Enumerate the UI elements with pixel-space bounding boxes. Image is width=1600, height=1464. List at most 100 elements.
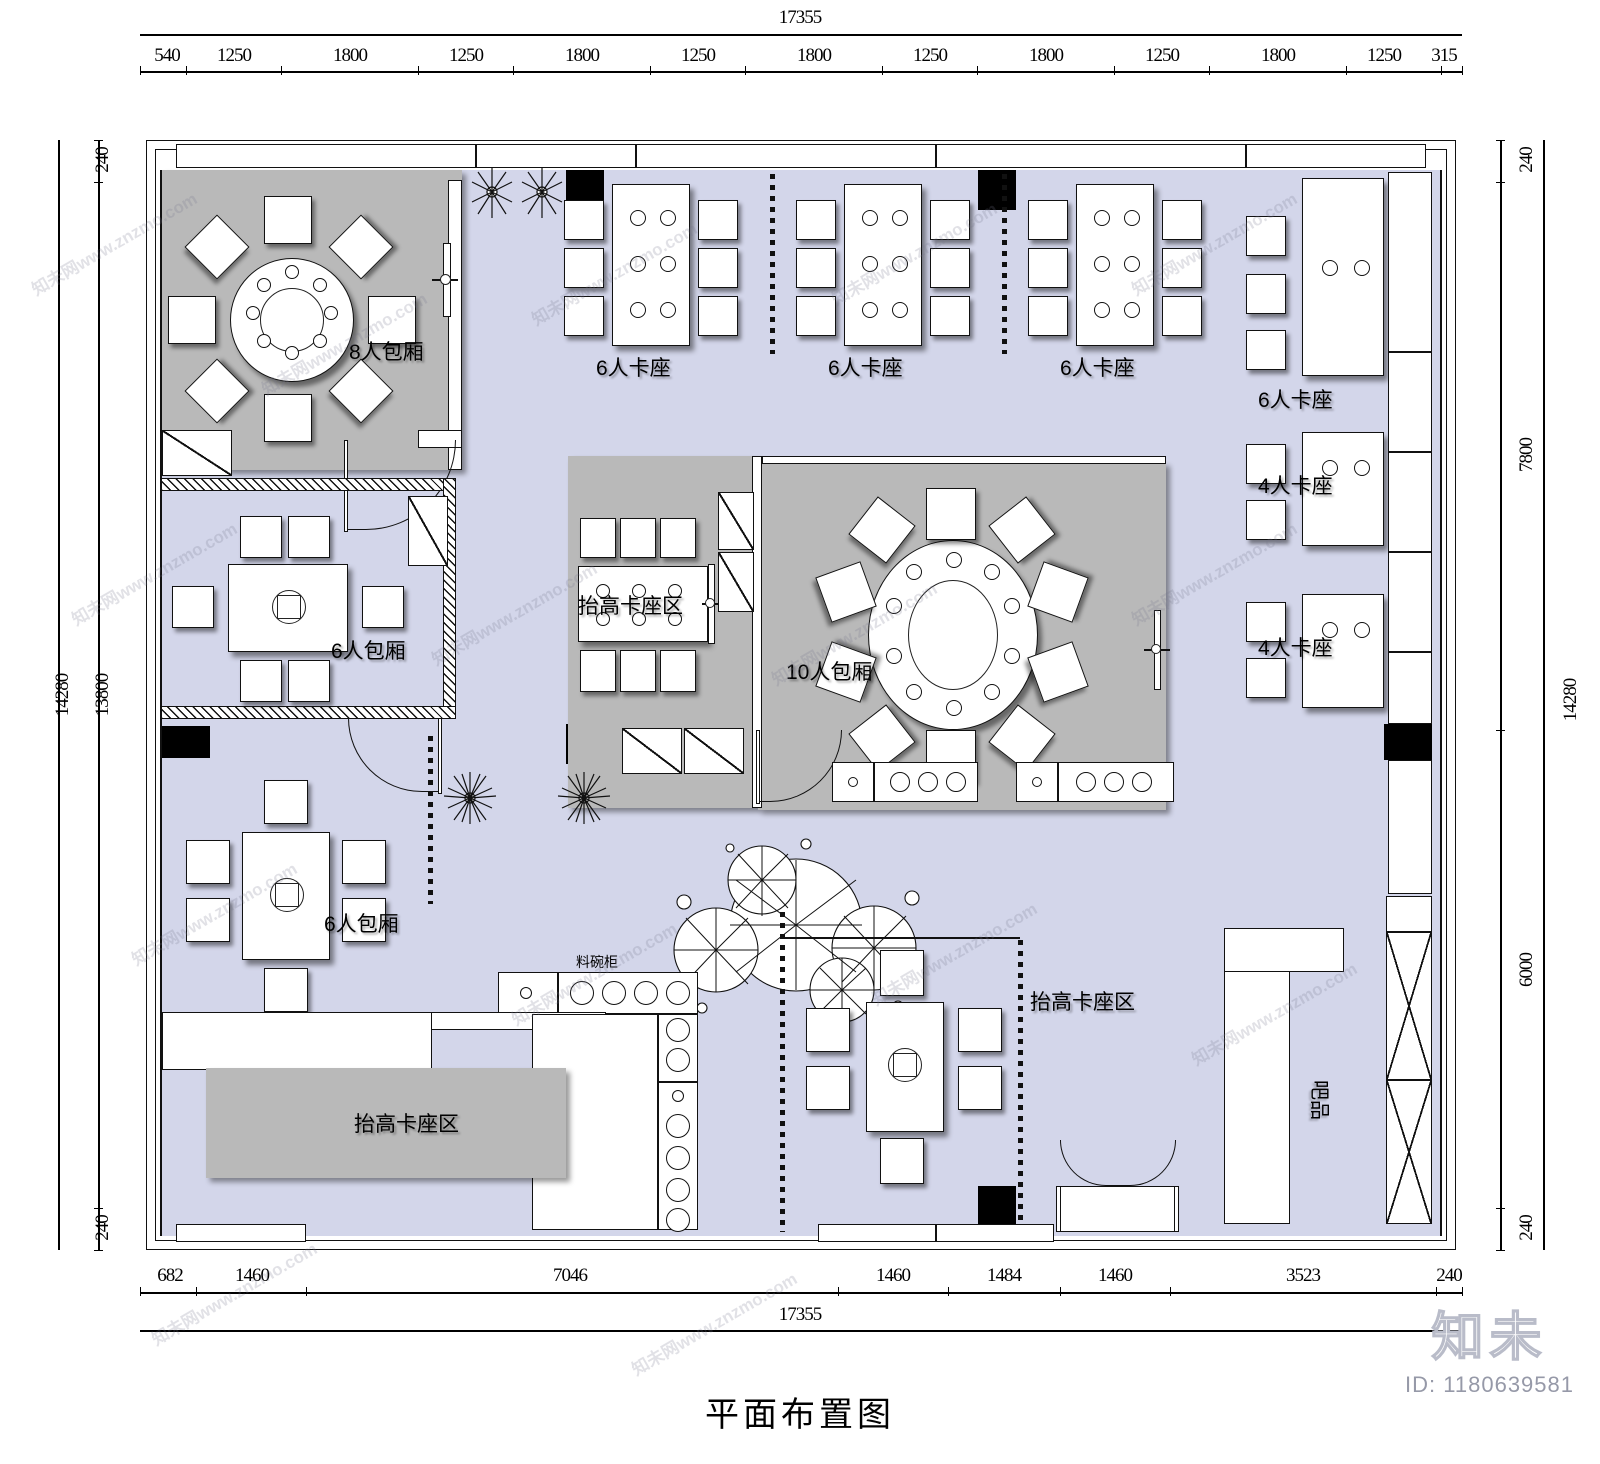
chair-8p-n (264, 196, 312, 244)
bottom-dim-0: 682 (157, 1265, 183, 1286)
bar-counter-top (1224, 928, 1344, 972)
chair-6p-u-s1 (240, 660, 282, 702)
door-slide-8p-handle (440, 274, 451, 285)
door-slide-center-rail (702, 603, 728, 605)
window-bottom-3 (936, 1224, 1054, 1242)
chair-br-n (880, 950, 924, 996)
chair-br3-1 (1246, 602, 1286, 642)
booth-4p-1-label: 4人卡座 (1258, 475, 1333, 498)
chair-b1-w3 (564, 296, 604, 336)
top-dim-0: 540 (154, 45, 180, 66)
counter-10p-seg3 (1016, 762, 1058, 802)
column-top-2 (978, 170, 1016, 210)
chair-6p-u-s2 (288, 660, 330, 702)
entrance-leaf-right (1174, 1186, 1179, 1232)
chair-br-w2 (806, 1066, 850, 1110)
chair-br-e2 (958, 1066, 1002, 1110)
table-booth-4p-2 (1302, 594, 1384, 708)
room-10p-left-partition (752, 456, 762, 808)
chair-b1-e1 (698, 200, 738, 240)
cabinet-label: 料碗柜 (576, 954, 618, 970)
bottom-dim-7: 240 (1436, 1265, 1462, 1286)
right-dim-1: 7800 (1516, 438, 1537, 472)
left-chain-dimline (98, 140, 100, 1250)
wall-panel-r1 (1388, 172, 1432, 352)
bottom-total-dimline (140, 1330, 1462, 1332)
chair-br-s (880, 1138, 924, 1184)
chair-rc-n3 (660, 518, 696, 558)
wall-panel-r2 (1388, 352, 1432, 452)
chair-b3-e3 (1162, 296, 1202, 336)
table-booth-4p-1 (1302, 432, 1384, 546)
lazy-susan-br-inner (893, 1053, 917, 1077)
top-dim-3: 1250 (449, 45, 484, 66)
table-booth-6p-right (1302, 178, 1384, 376)
chair-6p-l-e2 (342, 898, 386, 942)
chair-10p-n (926, 488, 976, 540)
top-dim-5: 1250 (681, 45, 716, 66)
top-dim-7: 1250 (913, 45, 948, 66)
partition-dotted-booth-1 (770, 174, 775, 354)
bottom-chain-dimline (140, 1292, 1462, 1294)
chair-br2-2 (1246, 500, 1286, 540)
chair-6p-l-e1 (342, 840, 386, 884)
chair-br2-1 (1246, 444, 1286, 484)
top-dim-8: 1800 (1029, 45, 1064, 66)
top-dim-2: 1800 (333, 45, 368, 66)
chair-b2-e1 (930, 200, 970, 240)
column-bottom-2 (978, 1186, 1016, 1230)
wall-hatched-h1 (160, 478, 456, 491)
partition-dotted-booth-2 (1002, 174, 1007, 354)
booth-4p-2-label: 4人卡座 (1258, 637, 1333, 660)
wall-left-inner (160, 170, 162, 1236)
booth-6p-1-label: 6人卡座 (596, 357, 671, 380)
bottom-dim-3: 1460 (876, 1265, 911, 1286)
plant-icon-1 (557, 772, 611, 824)
right-dim-2: 6000 (1516, 953, 1537, 987)
cabinet-6p-upper (408, 496, 448, 566)
watermark-text: 知未网www.znzmo.com (628, 1269, 801, 1380)
window-top-3 (636, 144, 936, 168)
chair-6p-l-s (264, 968, 308, 1012)
partition-dotted-br-left (780, 912, 785, 1232)
chair-b3-e1 (1162, 200, 1202, 240)
chair-br-e1 (958, 1008, 1002, 1052)
chair-8p-s (264, 394, 312, 442)
chair-b3-w1 (1028, 200, 1068, 240)
right-chain-dimline (1500, 140, 1502, 1250)
chair-b2-w2 (796, 248, 836, 288)
chair-br1-1 (1246, 216, 1286, 256)
bar-label: 吧品 (1308, 1080, 1330, 1120)
chair-b2-w1 (796, 200, 836, 240)
right-total-value: 14280 (1560, 678, 1581, 722)
table-booth-6p-1 (612, 184, 690, 346)
chair-br1-2 (1246, 274, 1286, 314)
top-total-dimline (140, 34, 1462, 36)
window-bottom-2 (818, 1224, 936, 1242)
column-left-mid (162, 726, 210, 758)
wall-panel-r3 (1388, 452, 1432, 552)
chair-br1-3 (1246, 330, 1286, 370)
chair-6p-u-w (172, 586, 214, 628)
entrance-frame (1058, 1186, 1178, 1232)
drawing-title: 平面布置图 (705, 1396, 895, 1434)
left-dim-2: 240 (92, 1215, 113, 1241)
right-total-dimline (1543, 140, 1545, 1250)
room-8p-right-partition (448, 180, 462, 470)
top-chain-dimline (140, 71, 1462, 73)
window-top-4 (936, 144, 1246, 168)
left-dim-0: 240 (92, 147, 113, 173)
column-right-mid (1384, 724, 1432, 760)
booth-6p-3-label: 6人卡座 (1060, 357, 1135, 380)
table-booth-6p-2 (844, 184, 922, 346)
lazy-susan-10p (908, 580, 998, 690)
chair-b3-e2 (1162, 248, 1202, 288)
chair-6p-l-w2 (186, 898, 230, 942)
site-logo-text: 知未 (1431, 1308, 1548, 1368)
chair-b2-w3 (796, 296, 836, 336)
room-6p-lower-label: 6人包厢 (324, 913, 399, 936)
chair-6p-u-e (362, 586, 404, 628)
room-10p-label: 10人包厢 (786, 661, 873, 684)
bar-shelf-top (1386, 896, 1432, 932)
bottom-dim-2: 7046 (553, 1265, 588, 1286)
